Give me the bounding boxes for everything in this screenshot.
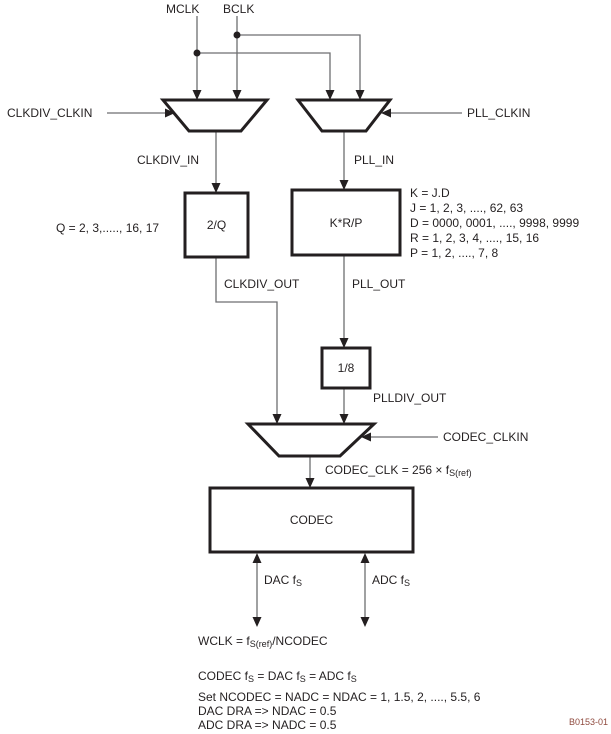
codec-clk-formula-sub: S(ref) bbox=[449, 468, 472, 478]
pll-param-p: P = 1, 2, ...., 7, 8 bbox=[410, 246, 499, 260]
arrow-adc-up bbox=[360, 553, 370, 563]
plldiv-box bbox=[320, 346, 372, 390]
arrow-codec-clkin bbox=[361, 432, 371, 442]
pll-in-label: PLL_IN bbox=[354, 153, 395, 167]
note-codec-fs-p3: = ADC f bbox=[305, 669, 351, 683]
wires bbox=[107, 16, 462, 621]
pll-out-label: PLL_OUT bbox=[352, 277, 406, 291]
note-codec-fs-s2: S bbox=[299, 674, 306, 684]
arrow-into-pll-box bbox=[339, 180, 349, 190]
arrow-clkdiv-clkin bbox=[165, 108, 175, 118]
codec-box-label: CODEC bbox=[289, 513, 334, 527]
mclk-label: MCLK bbox=[166, 2, 200, 16]
clkdiv-out-label: CLKDIV_OUT bbox=[224, 277, 300, 291]
junction-dot-mclk bbox=[193, 49, 201, 57]
arrow-clkdiv-out-into-codec-mux bbox=[272, 414, 282, 424]
q-range-note: Q = 2, 3,....., 16, 17 bbox=[56, 221, 160, 235]
codec-box bbox=[208, 486, 415, 554]
pll-box-label: K*R/P bbox=[329, 215, 363, 230]
note-codec-fs: CODEC fS = DAC fS = ADC fS bbox=[198, 669, 357, 686]
pll-param-r: R = 1, 2, 3, 4, ...., 15, 16 bbox=[410, 231, 540, 245]
pll-clkin-label: PLL_CLKIN bbox=[467, 106, 531, 120]
wire-bclk-branch bbox=[237, 34, 361, 95]
pll-param-k: K = J.D bbox=[410, 186, 450, 200]
wire-mclk-branch bbox=[197, 52, 331, 95]
arrow-into-codec-box bbox=[305, 478, 315, 488]
clkdiv-box bbox=[183, 191, 250, 259]
arrow-bclk-into-pll-mux bbox=[355, 90, 365, 100]
arrow-mclk-into-pll-mux bbox=[325, 90, 335, 100]
wclk-sub: S(ref) bbox=[249, 639, 273, 649]
clkdiv-mux bbox=[159, 98, 271, 133]
pll-mux bbox=[294, 98, 394, 133]
arrowheads bbox=[165, 90, 391, 627]
wclk-formula: WCLK = fS(ref)/NCODEC bbox=[198, 634, 328, 651]
pll-param-d: D = 0000, 0001, ...., 9998, 9999 bbox=[410, 216, 580, 230]
codec-clkin-label: CODEC_CLKIN bbox=[443, 430, 529, 444]
pll-box bbox=[290, 188, 402, 257]
arrow-plldiv-out-into-codec-mux bbox=[339, 414, 349, 424]
codec-mux bbox=[244, 422, 378, 458]
arrow-bclk-into-clkdiv-mux bbox=[232, 90, 242, 100]
wire-clkdiv-out bbox=[215, 257, 278, 416]
note-codec-fs-p1: CODEC f bbox=[198, 669, 249, 683]
note-dac-dra: DAC DRA => NDAC = 0.5 bbox=[198, 704, 337, 718]
adc-fs-sub: S bbox=[404, 578, 411, 588]
wclk-post: /NCODEC bbox=[272, 634, 328, 648]
arrow-into-plldiv-box bbox=[339, 338, 349, 348]
arrow-dac-down bbox=[252, 617, 262, 627]
dac-fs-sub: S bbox=[296, 578, 303, 588]
pll-parameter-list: K = J.D J = 1, 2, 3, ...., 62, 63 D = 00… bbox=[410, 186, 579, 261]
adc-fs-label: ADC fS bbox=[372, 573, 410, 590]
note-codec-fs-p2: = DAC f bbox=[254, 669, 300, 683]
pll-param-j: J = 1, 2, 3, ...., 62, 63 bbox=[410, 201, 524, 215]
clkdiv-box-label: 2/Q bbox=[206, 218, 227, 232]
arrow-pll-clkin bbox=[381, 108, 391, 118]
figure-id: B0153-01 bbox=[568, 717, 608, 727]
wclk-text: WCLK = f bbox=[198, 634, 250, 648]
junction-dot-bclk bbox=[233, 31, 241, 39]
adc-fs-text: ADC f bbox=[372, 573, 405, 587]
note-ncodec: Set NCODEC = NADC = NDAC = 1, 1.5, 2, ..… bbox=[198, 690, 481, 704]
clkdiv-clkin-label: CLKDIV_CLKIN bbox=[7, 106, 93, 120]
plldiv-box-label: 1/8 bbox=[337, 361, 355, 375]
clkdiv-in-label: CLKDIV_IN bbox=[137, 153, 200, 167]
dac-fs-text: DAC f bbox=[264, 573, 297, 587]
arrow-adc-down bbox=[360, 617, 370, 627]
note-codec-fs-s3: S bbox=[350, 674, 357, 684]
codec-clk-formula-text: CODEC_CLK = 256 × f bbox=[325, 463, 450, 477]
plldiv-out-label: PLLDIV_OUT bbox=[373, 391, 447, 405]
note-adc-dra: ADC DRA => NADC = 0.5 bbox=[198, 718, 337, 732]
arrow-mclk-into-clkdiv-mux bbox=[192, 90, 202, 100]
arrow-dac-up bbox=[252, 553, 262, 563]
codec-clk-formula: CODEC_CLK = 256 × fS(ref) bbox=[325, 463, 472, 480]
dac-fs-label: DAC fS bbox=[264, 573, 302, 590]
arrow-into-clkdiv-box bbox=[211, 183, 221, 193]
bclk-label: BCLK bbox=[223, 2, 255, 16]
note-codec-fs-s1: S bbox=[248, 674, 255, 684]
shapes bbox=[159, 98, 415, 554]
